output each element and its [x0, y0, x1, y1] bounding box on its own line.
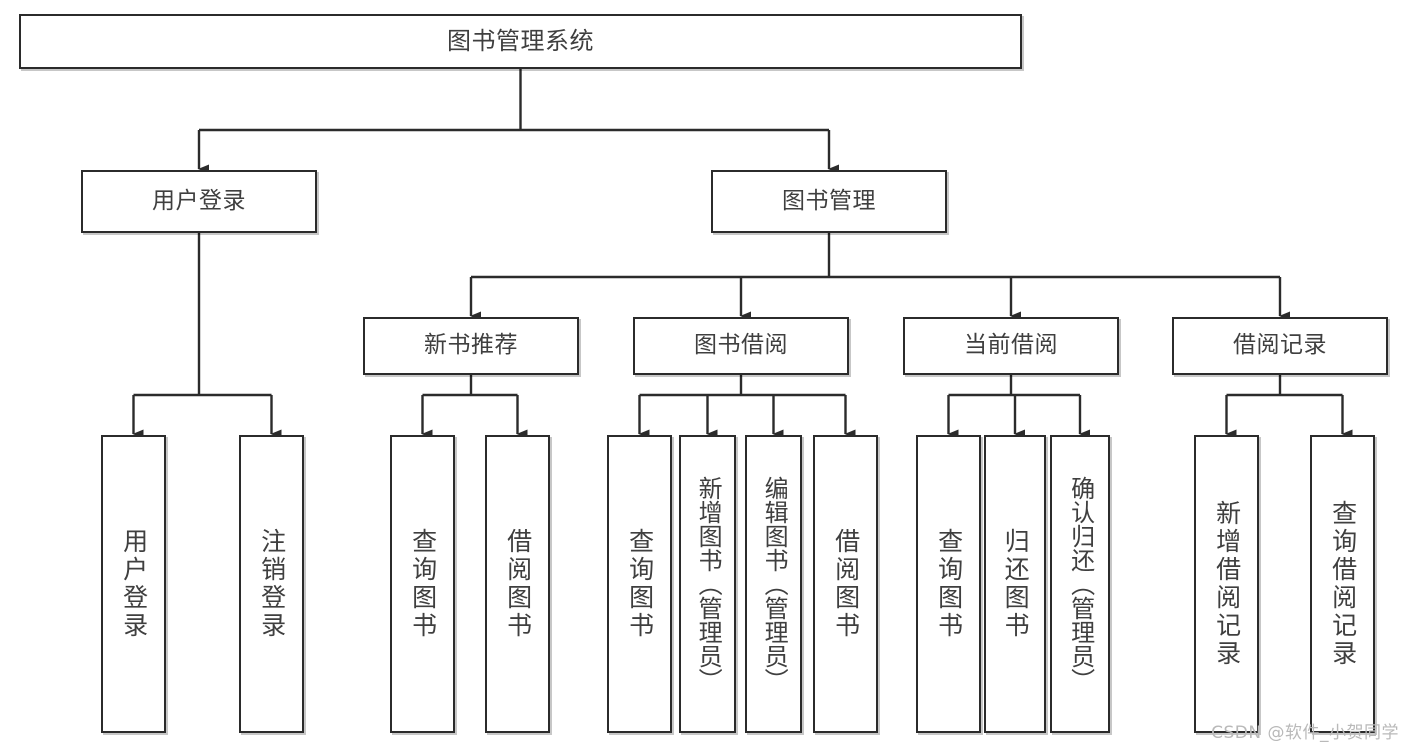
node-leaf2[interactable]: 注销登录 [239, 435, 304, 733]
node-leaf3[interactable]: 查询图书 [390, 435, 455, 733]
node-label: 查询图书 [625, 528, 655, 640]
node-label: 图书管理系统 [447, 27, 594, 56]
node-leaf8[interactable]: 借阅图书 [813, 435, 878, 733]
node-label: 查询图书 [408, 528, 438, 640]
node-label: 新书推荐 [424, 332, 518, 359]
node-label: 图书借阅 [694, 332, 788, 359]
node-leaf12[interactable]: 新增借阅记录 [1194, 435, 1259, 733]
node-leaf11[interactable]: 确认归还（管理员） [1050, 435, 1110, 733]
node-leaf1[interactable]: 用户登录 [101, 435, 166, 733]
node-label: 借阅图书 [503, 528, 533, 640]
node-label: 查询借阅记录 [1328, 500, 1358, 668]
node-label: 新增图书（管理员） [694, 476, 723, 692]
node-leaf13[interactable]: 查询借阅记录 [1310, 435, 1375, 733]
node-label: 注销登录 [257, 528, 287, 640]
csdn-watermark: CSDN @软件_小贺同学 [1211, 723, 1399, 743]
node-leaf10[interactable]: 归还图书 [984, 435, 1046, 733]
node-leaf6[interactable]: 新增图书（管理员） [679, 435, 736, 733]
node-newbook[interactable]: 新书推荐 [363, 317, 579, 375]
node-leaf4[interactable]: 借阅图书 [485, 435, 550, 733]
node-borrow[interactable]: 图书借阅 [633, 317, 849, 375]
node-leaf5[interactable]: 查询图书 [607, 435, 672, 733]
node-root[interactable]: 图书管理系统 [19, 14, 1022, 69]
node-leaf7[interactable]: 编辑图书（管理员） [745, 435, 802, 733]
node-label: 新增借阅记录 [1212, 500, 1242, 668]
node-leaf9[interactable]: 查询图书 [916, 435, 981, 733]
node-label: 用户登录 [119, 528, 149, 640]
node-label: 归还图书 [1001, 528, 1031, 640]
node-label: 查询图书 [934, 528, 964, 640]
node-label: 用户登录 [152, 187, 246, 214]
node-records[interactable]: 借阅记录 [1172, 317, 1388, 375]
node-login[interactable]: 用户登录 [81, 170, 317, 233]
node-label: 当前借阅 [964, 332, 1058, 359]
node-current[interactable]: 当前借阅 [903, 317, 1119, 375]
node-label: 借阅图书 [831, 528, 861, 640]
node-label: 图书管理 [782, 187, 876, 214]
node-label: 编辑图书（管理员） [760, 476, 789, 692]
node-bookmgmt[interactable]: 图书管理 [711, 170, 947, 233]
node-label: 确认归还（管理员） [1066, 476, 1095, 692]
node-label: 借阅记录 [1233, 332, 1327, 359]
